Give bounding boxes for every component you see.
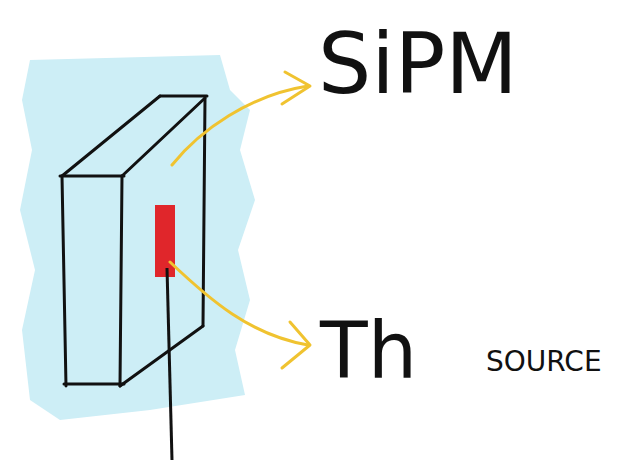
source-label: Th xyxy=(320,312,417,390)
source-rod xyxy=(167,268,172,460)
source-label: SOURCE xyxy=(486,348,602,376)
box-outline xyxy=(60,96,207,386)
th-source xyxy=(155,205,175,277)
leader-arrow xyxy=(170,72,310,368)
blue-background xyxy=(20,55,255,420)
component-label: SiPM xyxy=(318,22,518,106)
